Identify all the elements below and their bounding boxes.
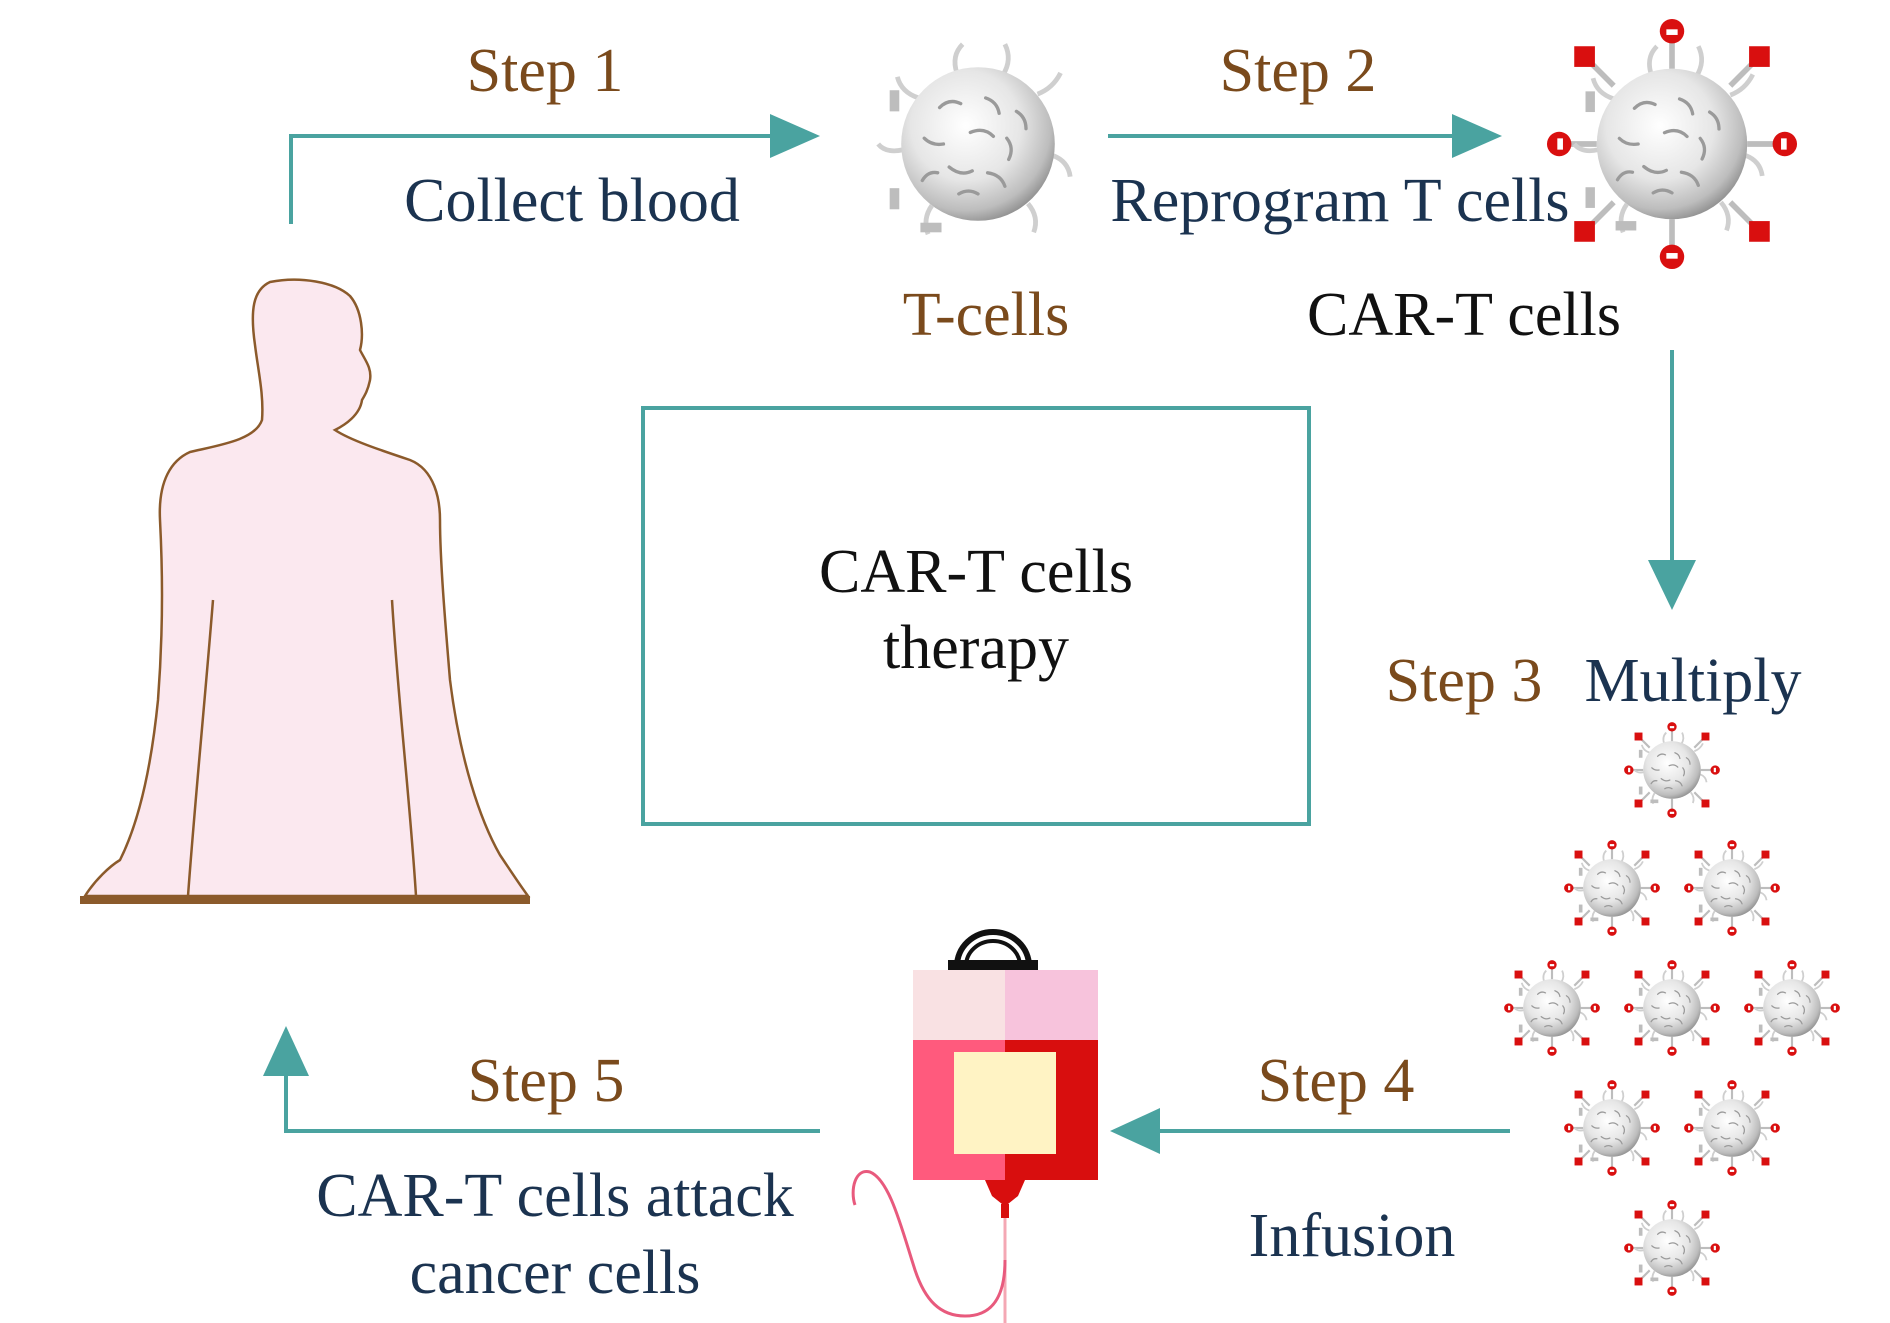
arrow-step-3: [1648, 350, 1696, 610]
iv-bag-icon: [851, 929, 1098, 1323]
step-1-label: Step 1: [467, 37, 624, 105]
center-title-line1: CAR-T cells: [819, 538, 1133, 606]
step-5-action-line1: CAR-T cells attack: [316, 1162, 794, 1230]
step-1-action: Collect blood: [404, 167, 740, 235]
t-cell-icon: [878, 44, 1070, 234]
arrow-step-4: [1110, 1108, 1510, 1154]
step-4-label: Step 4: [1258, 1047, 1415, 1115]
center-title-line2: therapy: [883, 614, 1069, 682]
car-t-cell-icon: [1547, 19, 1797, 269]
step-3-action: Multiply: [1584, 647, 1801, 715]
arrow-step-5: [263, 1026, 820, 1133]
step-4-action: Infusion: [1249, 1202, 1456, 1270]
arrow-step-1: [289, 114, 820, 224]
step-2-action: Reprogram T cells: [1110, 167, 1569, 235]
center-box: [641, 406, 1311, 826]
step-3-label: Step 3: [1386, 647, 1543, 715]
multiplied-car-t-cells: [1504, 722, 1840, 1296]
car-t-cells-label: CAR-T cells: [1307, 281, 1621, 349]
human-silhouette: [80, 278, 531, 904]
step-2-label: Step 2: [1220, 37, 1377, 105]
arrow-step-2: [1108, 114, 1502, 158]
step-5-label: Step 5: [468, 1047, 625, 1115]
t-cells-label: T-cells: [903, 281, 1069, 349]
step-5-action-line2: cancer cells: [410, 1239, 701, 1307]
